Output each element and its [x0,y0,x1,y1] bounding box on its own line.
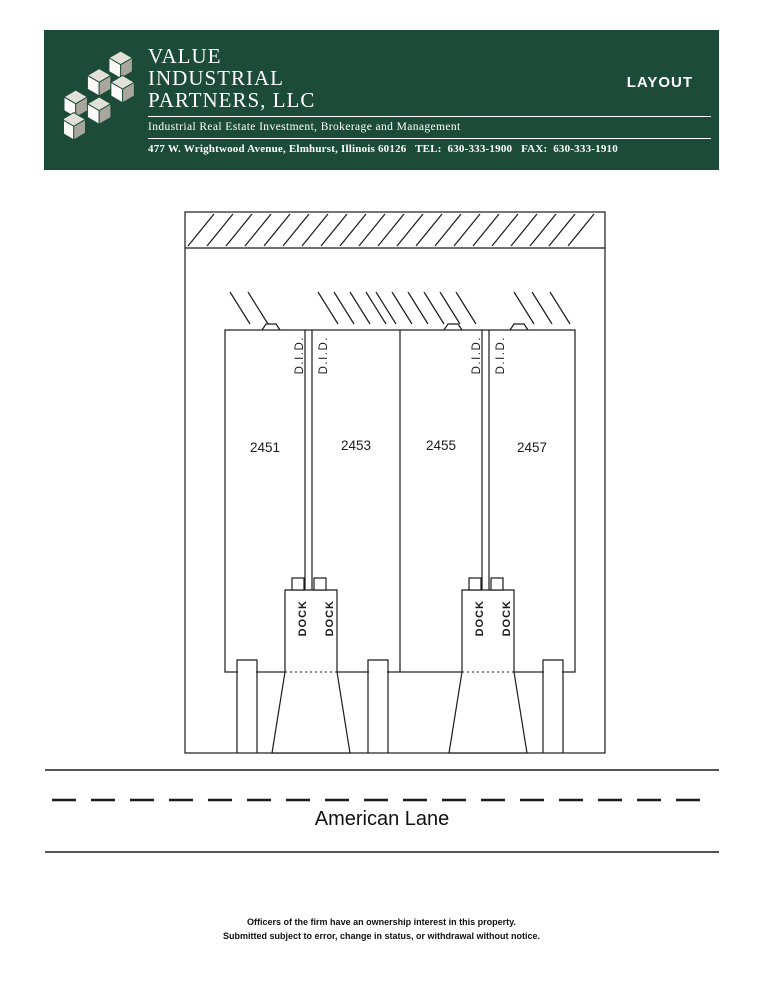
unit-number: 2453 [341,438,371,453]
top-hatch [185,213,605,249]
site-plan: 2451 2453 2455 2457 D.I.D. D.I.D. D.I.D.… [45,211,719,853]
parking-ticks [229,291,571,325]
layout-title: LAYOUT [626,74,693,91]
did-label: D.I.D. [471,336,483,374]
did-label: D.I.D. [495,336,507,374]
roof-joints [261,323,529,331]
address-line: 477 W. Wrightwood Avenue, Elmhurst, Illi… [148,143,618,155]
header-divider-top [148,116,711,117]
property-boundary [184,211,606,754]
dock-well-left [271,577,351,754]
header-divider-bottom [148,138,711,139]
disclaimer: Officers of the firm have an ownership i… [0,915,763,943]
did-label: D.I.D. [318,336,330,374]
unit-number: 2457 [517,440,547,455]
did-label: D.I.D. [294,336,306,374]
dock-label: DOCK [324,600,336,636]
street-lines [45,769,719,853]
company-name-line: INDUSTRIAL [148,66,284,90]
company-name: VALUE INDUSTRIAL PARTNERS, LLC [148,45,315,111]
header: VALUE INDUSTRIAL PARTNERS, LLC LAYOUT In… [44,30,719,170]
dock-label: DOCK [501,600,513,636]
unit-dividers [304,330,490,672]
cubes-logo-icon [64,50,136,141]
entry-walks [236,659,564,753]
street-name: American Lane [314,808,450,830]
tagline: Industrial Real Estate Investment, Broke… [148,121,461,133]
unit-number: 2451 [250,440,280,455]
company-name-line: PARTNERS, LLC [148,88,316,112]
unit-number: 2455 [426,438,456,453]
disclaimer-line-1: Officers of the firm have an ownership i… [247,917,516,927]
dock-well-right [448,577,528,754]
dock-label: DOCK [474,600,486,636]
disclaimer-line-2: Submitted subject to error, change in st… [222,931,541,941]
dock-label: DOCK [297,600,309,636]
company-name-line: VALUE [148,44,222,68]
